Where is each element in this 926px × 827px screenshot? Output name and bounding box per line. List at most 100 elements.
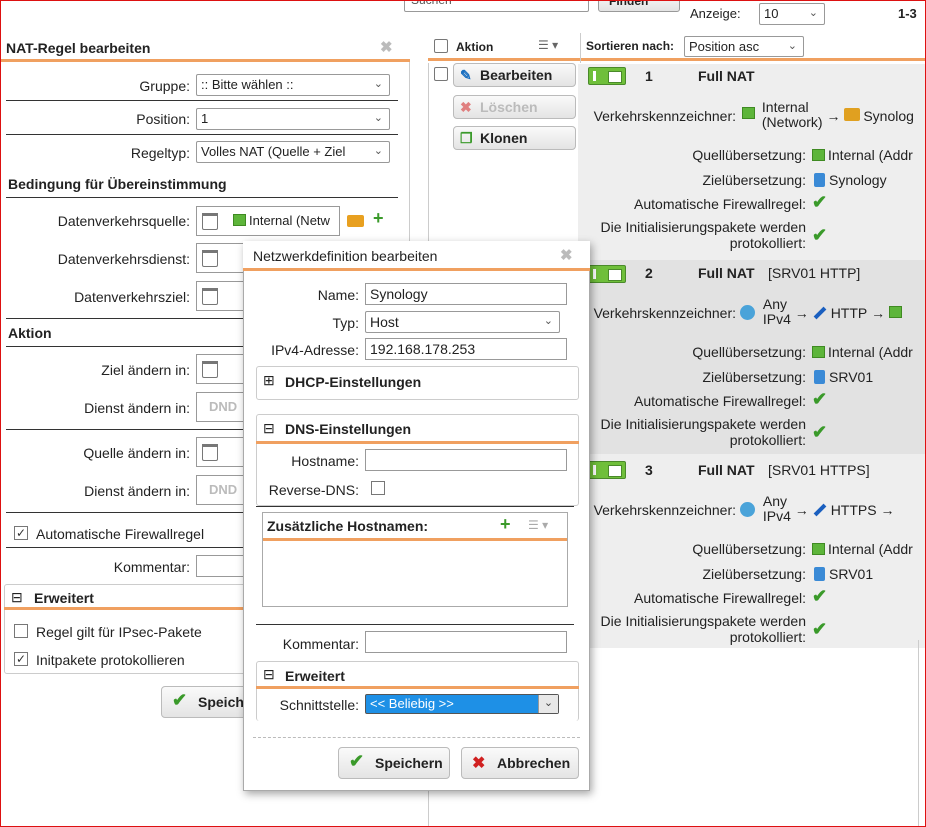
auto-fw-checkbox[interactable]: ✓	[14, 526, 28, 540]
list-header	[428, 33, 926, 61]
anzeige-select[interactable]: 10 ⌄	[759, 3, 825, 25]
hostname-input[interactable]	[365, 449, 567, 471]
trash-icon[interactable]	[202, 250, 218, 267]
rule-row-2[interactable]	[578, 260, 926, 454]
service-icon	[813, 306, 827, 320]
gruppe-value: :: Bitte wählen ::	[201, 77, 294, 92]
source-label: Quellübersetzung:	[692, 147, 806, 163]
traffic-value: Internal(Network) → Synolog	[742, 100, 914, 132]
divider	[6, 547, 246, 548]
service-icon	[813, 503, 827, 517]
extra-hostnames-title: Zusätzliche Hostnamen:	[267, 518, 429, 534]
divider	[6, 346, 246, 347]
host-icon	[814, 173, 825, 187]
section-action: Aktion	[8, 325, 52, 341]
clone-button[interactable]: ❐ Klonen	[453, 126, 576, 150]
dialog-kommentar-input[interactable]	[365, 631, 567, 653]
rule-row-3[interactable]	[578, 454, 926, 648]
close-icon[interactable]: ✖	[560, 247, 573, 264]
dest-dropzone[interactable]	[196, 281, 246, 311]
collapse-icon[interactable]: ⊟	[263, 666, 275, 682]
source-value: Internal (Netw	[249, 213, 330, 228]
delete-icon: ✖	[460, 99, 472, 115]
trash-icon[interactable]	[202, 288, 218, 305]
erweitert-group	[4, 584, 246, 674]
rule-toggle[interactable]	[588, 265, 626, 283]
dhcp-title: DHCP-Einstellungen	[285, 374, 422, 390]
network-icon	[812, 543, 825, 555]
name-input[interactable]: Synology	[365, 283, 567, 305]
check-icon: ✔	[812, 389, 828, 409]
trash-icon[interactable]	[202, 213, 218, 230]
chevron-down-icon: ⌄	[373, 144, 383, 157]
add-icon[interactable]: +	[500, 514, 511, 534]
trash-icon[interactable]	[202, 361, 218, 378]
initpakete-checkbox[interactable]: ✓	[14, 652, 28, 666]
rule-number: 2	[645, 265, 653, 281]
dialog-save-button[interactable]: ✔ Speichern	[338, 747, 450, 779]
traffic-source-type: (Network)	[761, 114, 823, 130]
source-text: Internal (Addr	[828, 147, 913, 163]
rule-toggle[interactable]	[588, 461, 626, 479]
dialog-cancel-button[interactable]: ✖ Abbrechen	[461, 747, 579, 779]
dest-label: Zielübersetzung:	[702, 369, 806, 385]
edit-button[interactable]: ✎ Bearbeiten	[453, 63, 576, 87]
dns-title: DNS-Einstellungen	[285, 421, 412, 437]
ipsec-checkbox[interactable]	[14, 624, 28, 638]
chevron-down-icon[interactable]: ⌄	[538, 695, 558, 713]
globe-icon	[740, 305, 755, 320]
select-all-checkbox[interactable]	[434, 39, 448, 53]
column-aktion: Aktion	[456, 40, 494, 54]
dialog-erweitert-title: Erweitert	[285, 668, 345, 684]
collapse-icon[interactable]: ⊟	[263, 420, 275, 436]
firewall-label: Automatische Firewallregel:	[634, 393, 806, 409]
nat-save-button[interactable]: ✔ Speichern	[161, 686, 251, 718]
name-label: Name:	[317, 287, 359, 303]
divider	[6, 134, 398, 135]
find-button[interactable]: Finden	[598, 0, 680, 12]
row-checkbox[interactable]	[434, 67, 448, 81]
source-value: Internal (Addr	[812, 344, 913, 360]
check-icon: ✔	[812, 619, 828, 639]
reverse-dns-checkbox[interactable]	[371, 481, 385, 495]
rule-toggle[interactable]	[588, 67, 626, 85]
schnittstelle-select[interactable]: << Beliebig >>	[365, 694, 559, 714]
search-input[interactable]: Suchen	[404, 0, 589, 12]
position-select[interactable]: 1⌄	[196, 108, 390, 130]
folder-icon[interactable]	[347, 215, 364, 227]
regeltyp-select[interactable]: Volles NAT (Quelle + Ziel⌄	[196, 141, 390, 163]
dienst-label: Dienst ändern in:	[84, 400, 190, 416]
add-icon[interactable]: +	[373, 208, 384, 228]
auto-fw-label: Automatische Firewallregel	[36, 526, 205, 542]
rule-row-1[interactable]	[578, 64, 926, 260]
check-icon: ✔	[172, 690, 188, 710]
delete-button[interactable]: ✖ Löschen	[453, 95, 576, 119]
collapse-icon[interactable]: ⊟	[11, 589, 23, 605]
quelle-label: Quelle ändern in:	[83, 445, 190, 461]
expand-icon[interactable]: ⊞	[263, 372, 275, 388]
arrow-icon: →	[794, 305, 809, 321]
close-icon[interactable]: ✖	[380, 39, 393, 56]
gruppe-select[interactable]: :: Bitte wählen ::⌄	[196, 74, 390, 96]
column-menu-icon[interactable]: ☰ ▾	[538, 38, 559, 52]
ziel-dropzone[interactable]	[196, 354, 246, 384]
dns-header	[256, 414, 579, 444]
traffic-source: Internal	[761, 99, 809, 115]
delete-label: Löschen	[480, 99, 538, 115]
regeltyp-label: Regeltyp:	[130, 145, 190, 161]
source-dropzone[interactable]: Internal (Netw	[196, 206, 340, 236]
dienst-dropzone[interactable]: DND	[196, 392, 246, 422]
host-icon	[814, 370, 825, 384]
ipv4-input[interactable]: 192.168.178.253	[365, 338, 567, 360]
sort-select[interactable]: Position asc ⌄	[684, 36, 804, 57]
kommentar-input[interactable]	[196, 555, 246, 577]
quelle-dropzone[interactable]	[196, 437, 246, 467]
trash-icon[interactable]	[202, 444, 218, 461]
typ-select[interactable]: Host⌄	[365, 311, 560, 333]
service-dropzone[interactable]	[196, 243, 246, 273]
dienst2-dropzone[interactable]: DND	[196, 475, 246, 505]
list-menu-icon[interactable]: ☰ ▾	[528, 518, 549, 532]
